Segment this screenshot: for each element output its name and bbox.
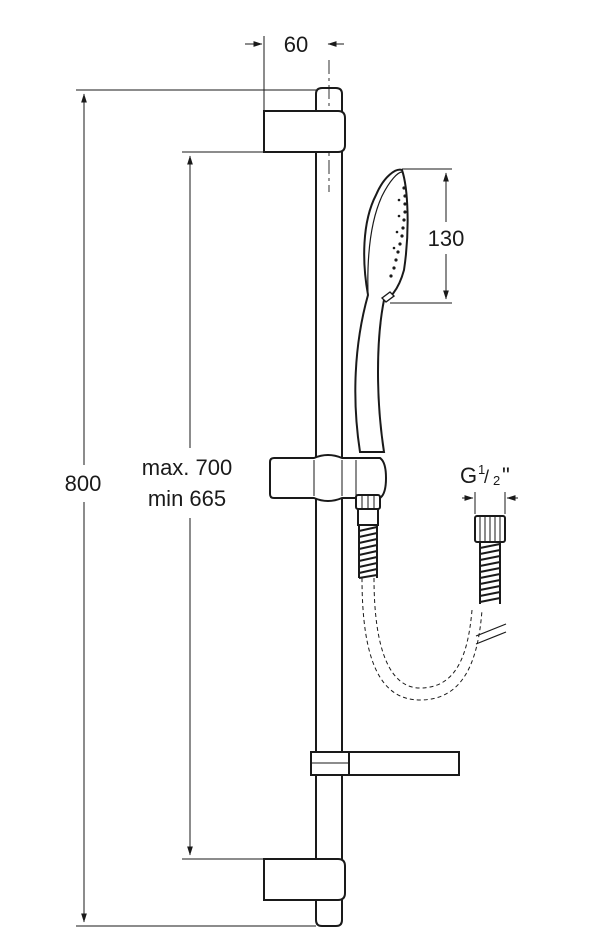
dimension-width-label: 60	[284, 32, 308, 57]
bottom-wall-bracket	[263, 858, 346, 901]
hand-shower	[354, 168, 409, 453]
dimension-thread	[462, 492, 518, 514]
thread-numerator: 1	[478, 462, 485, 477]
slide-bar	[315, 87, 343, 927]
dimension-min-label: min 665	[148, 486, 226, 511]
hose-connector-shower	[355, 494, 381, 526]
thread-slash: /	[484, 467, 489, 487]
hose-spiral-wall	[479, 542, 501, 604]
break-marks	[475, 623, 507, 645]
dimension-overall-length-label: 800	[65, 471, 102, 496]
shower-nozzles	[389, 186, 407, 278]
hose-spiral-shower	[358, 525, 378, 579]
thread-size-label: G 1 / 2 "	[460, 462, 510, 488]
dimension-max-label: max. 700	[142, 455, 233, 480]
top-wall-bracket	[263, 110, 346, 153]
dimension-head-height-label: 130	[428, 226, 465, 251]
dimension-head-height	[390, 168, 452, 304]
thread-g: G	[460, 463, 477, 488]
dimension-width	[245, 36, 344, 112]
thread-denominator: 2	[493, 473, 500, 488]
hose-body	[361, 577, 483, 701]
sliding-holder	[269, 454, 388, 502]
dimension-adjustable-range	[182, 151, 264, 860]
dimension-overall-length	[76, 89, 316, 927]
hose-connector-wall	[474, 515, 506, 543]
soap-dish	[310, 751, 460, 776]
thread-inch: "	[502, 463, 510, 488]
